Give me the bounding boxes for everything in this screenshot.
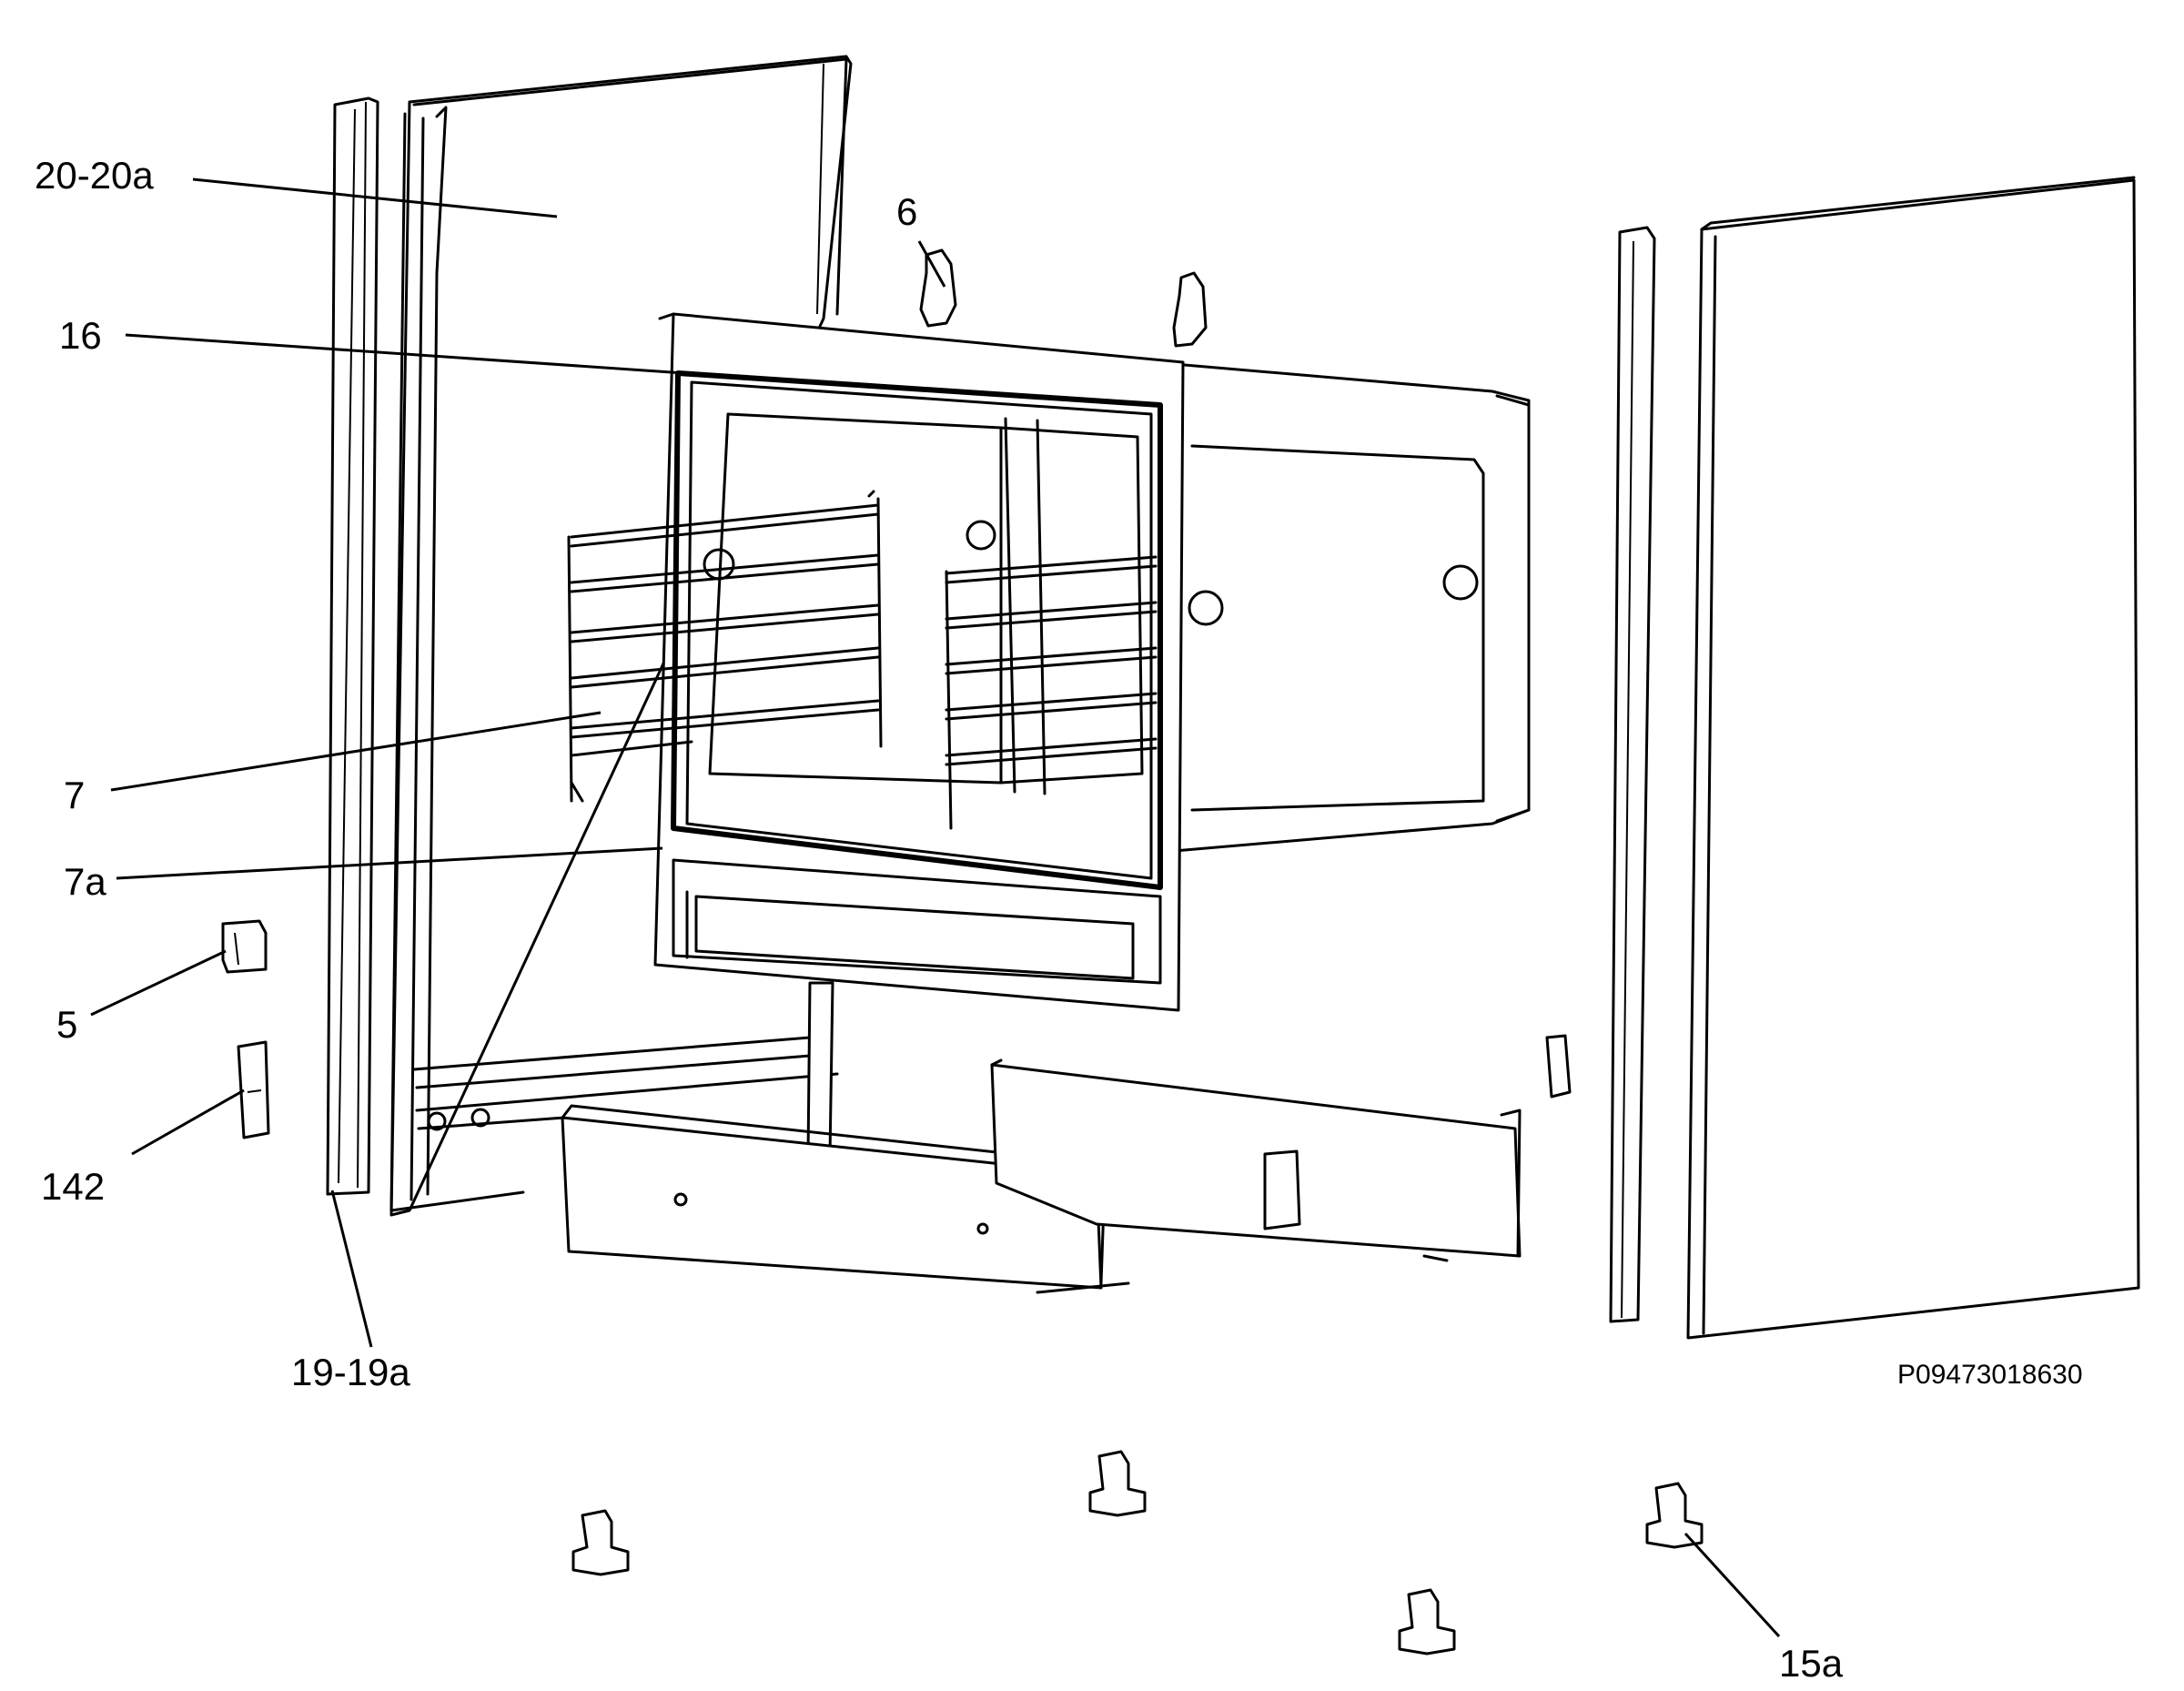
callout-142: 142 [41,1165,105,1208]
clip-left [919,248,957,328]
drawing-code: P09473018630 [1897,1360,2083,1390]
rear-kickplate [990,1058,1522,1262]
shelf-rack-left [567,490,883,803]
callout-19-19a: 19-19a [291,1351,410,1393]
oven-cavity [653,312,1531,1012]
bracket-142 [237,1040,270,1139]
shelf-rack-right [945,555,1158,830]
callout-6: 6 [896,190,917,233]
left-side-strip [326,96,379,1196]
callout-15a: 15a [1779,1642,1844,1685]
foot-4 [1645,1482,1704,1549]
clip-right [1172,271,1208,348]
front-kickplate [561,1104,1130,1294]
callout-5: 5 [56,1003,77,1046]
bracket-5 [221,919,268,974]
callout-20-20a: 20-20a [35,154,154,197]
callout-16: 16 [59,314,102,357]
right-side-strip [1609,226,1656,1323]
foot-2 [1088,1450,1147,1517]
leader-lines [90,177,1781,1638]
callout-labels: 20-20a 16 6 7 7a 5 142 19-19a 15a P09473… [35,154,2083,1685]
right-side-panel [1686,176,2140,1340]
foot-3 [1398,1588,1456,1656]
bracket-right [1545,1034,1572,1099]
foot-1 [571,1509,630,1576]
callout-7a: 7a [64,860,106,903]
callout-7: 7 [64,774,85,816]
